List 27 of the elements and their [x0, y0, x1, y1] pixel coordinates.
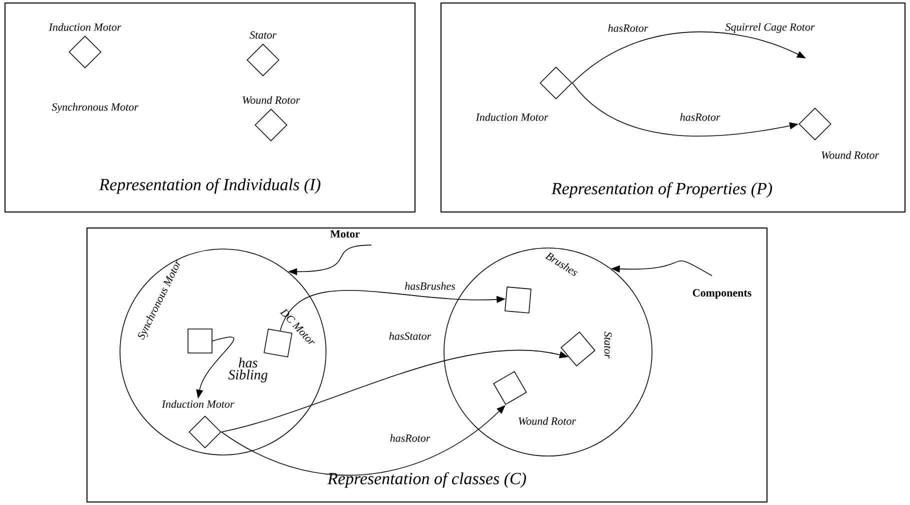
node-label: Stator: [604, 332, 612, 358]
edge-label: hasRotor: [608, 24, 648, 32]
edge-label: hasBrushes: [405, 282, 456, 290]
class-name: Motor: [330, 230, 360, 238]
class-circle: [120, 248, 326, 456]
node-label: Induction Motor: [48, 23, 122, 31]
edge-label: has Sibling: [228, 358, 268, 382]
label: Synchronous Motor: [52, 103, 138, 113]
node-label: Wound Rotor: [518, 417, 576, 425]
node-label: Induction Motor: [476, 113, 548, 121]
node-label: Wound Rotor: [822, 151, 880, 159]
square-node: Stator: [560, 332, 612, 366]
diamond-node: Induction Motor: [160, 399, 236, 448]
square-node: Wound Rotor: [493, 371, 576, 425]
diamond-node: Stator: [246, 30, 280, 76]
diamond-node: Induction Motor: [474, 66, 572, 122]
node-label: Squirrel Cage Rotor: [725, 23, 815, 33]
class-name: Components: [692, 289, 752, 299]
edge-label: hasRotor: [390, 434, 430, 442]
diamond-node: Wound Rotor: [241, 95, 301, 142]
node-label: Induction Motor: [162, 400, 234, 408]
edge-label: hasStator: [389, 332, 432, 340]
node-label: Wound Rotor: [242, 96, 300, 104]
diamond-node: Wound Rotor: [798, 108, 880, 160]
node-label: Stator: [250, 31, 276, 39]
diamond-node: Induction Motor: [48, 22, 122, 68]
edge-label: hasRotor: [680, 113, 720, 121]
